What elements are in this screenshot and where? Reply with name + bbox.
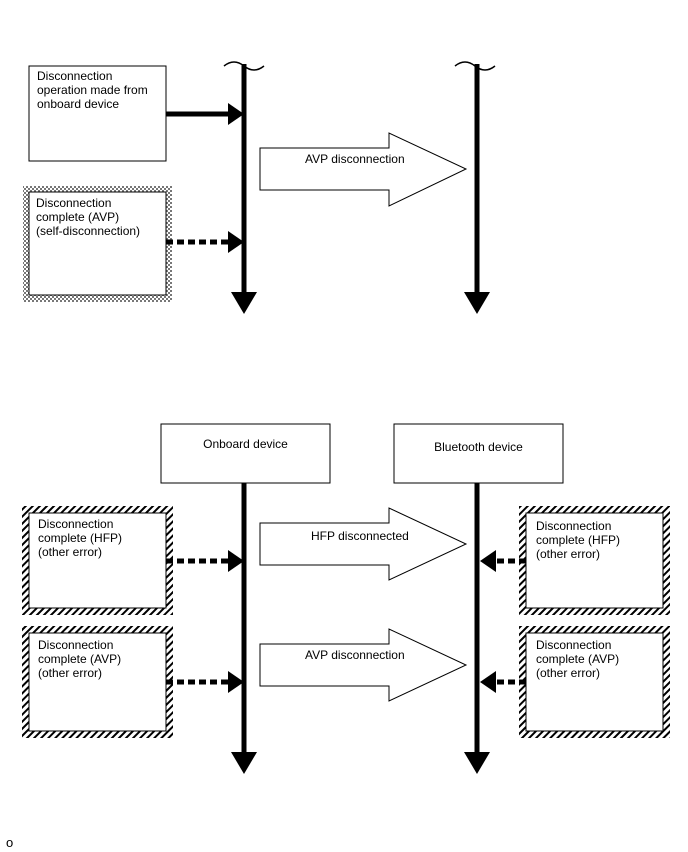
top-request-arrow xyxy=(166,103,244,125)
top-self-dashed-arrow xyxy=(166,231,244,253)
top-self-box-text: Disconnection complete (AVP) (self-disco… xyxy=(36,196,141,238)
top-lifeline-onboard xyxy=(223,61,265,314)
left-hfp-dashed-arrow xyxy=(166,550,244,572)
top-request-box-text: Disconnection operation made from onboar… xyxy=(37,69,148,111)
onboard-device-title: Onboard device xyxy=(203,437,288,451)
left-avp-box-text: Disconnection complete (AVP) (other erro… xyxy=(38,638,122,680)
left-hfp-box-text: Disconnection complete (HFP) (other erro… xyxy=(38,517,123,559)
hfp-block-arrow xyxy=(259,507,468,581)
top-request-box xyxy=(28,65,167,162)
bottom-lifeline-bluetooth xyxy=(464,483,490,774)
top-avp-arrow-label: AVP disconnection xyxy=(305,152,405,166)
right-avp-dashed-arrow xyxy=(480,671,526,693)
onboard-device-header xyxy=(160,423,331,484)
right-hfp-box xyxy=(525,512,664,609)
bluetooth-device-header xyxy=(393,423,564,484)
right-hfp-box-text: Disconnection complete (HFP) (other erro… xyxy=(536,519,621,561)
bluetooth-device-title: Bluetooth device xyxy=(434,440,523,454)
left-hfp-box xyxy=(28,512,167,609)
footer-mark: o xyxy=(6,835,14,850)
right-avp-box xyxy=(525,632,664,732)
hfp-arrow-label: HFP disconnected xyxy=(311,529,409,543)
top-self-box xyxy=(28,191,167,296)
avp-block-arrow xyxy=(259,628,468,702)
top-lifeline-bluetooth xyxy=(454,61,496,314)
avp-arrow-label: AVP disconnection xyxy=(305,648,405,662)
right-hfp-dashed-arrow xyxy=(480,550,526,572)
left-avp-box xyxy=(28,632,167,732)
bottom-lifeline-onboard xyxy=(231,483,257,774)
right-avp-box-text: Disconnection complete (AVP) (other erro… xyxy=(536,638,620,680)
left-avp-dashed-arrow xyxy=(166,671,244,693)
top-avp-block-arrow xyxy=(259,132,468,207)
